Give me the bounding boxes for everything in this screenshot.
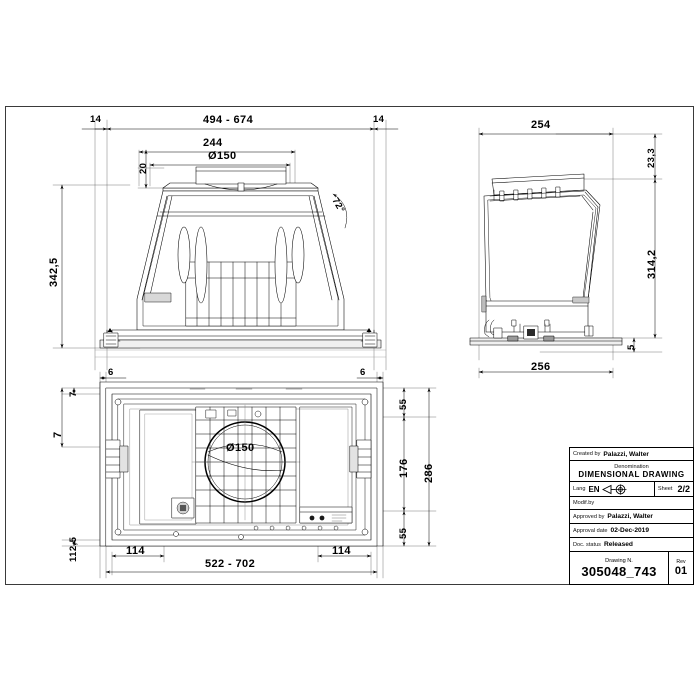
title-block-row-created-by: Created by Palazzi, Walter [570, 448, 693, 461]
approval-date-label: Approval date [573, 527, 608, 534]
dim-plan-slot-top: 55 [398, 398, 409, 410]
dim-front-duct-height: 20 [138, 162, 149, 174]
dim-side-base-thickness: 5 [626, 344, 637, 350]
front-view-geometry [52, 119, 399, 371]
side-view-geometry [469, 127, 663, 379]
title-block-row-denomination: Denomination DIMENSIONAL DRAWING [570, 461, 693, 482]
dim-plan-slot-bottom: 55 [398, 527, 409, 539]
modif-by-label: Modif.by [573, 500, 595, 506]
drawing-no-label: Drawing N. [605, 557, 633, 564]
denomination-label: Denomination [614, 463, 649, 470]
sheet-cell: Sheet 2/2 [655, 482, 693, 496]
revision-cell: Rev 01 [669, 552, 693, 584]
dim-side-body-height: 314,2 [646, 249, 658, 279]
dim-plan-edge-top: 7 [68, 391, 79, 397]
created-by-label: Created by [573, 451, 601, 457]
dim-plan-edge-bottom: 112,5 [68, 536, 79, 562]
approved-by-value: Palazzi, Walter [607, 513, 653, 520]
dim-front-width-overall: 494 - 674 [203, 114, 254, 126]
doc-status-value: Released [603, 541, 633, 548]
doc-status-label: Doc. status [573, 541, 601, 548]
drawing-number-cell: Drawing N. 305048_743 [570, 552, 669, 584]
rev-value: 01 [674, 565, 688, 577]
dim-plan-inner-depth: 7 [52, 431, 64, 438]
lang-cell: Lang EN [570, 482, 655, 496]
title-block-row-approved-by: Approved by Palazzi, Walter [570, 510, 693, 524]
sheet-value: 2/2 [677, 484, 690, 494]
dim-plan-slot-middle: 176 [398, 458, 410, 478]
dim-front-duct-plate-width: 244 [203, 137, 223, 149]
created-by-value: Palazzi, Walter [603, 450, 649, 458]
title-block-row-drawing-number: Drawing N. 305048_743 Rev 01 [570, 552, 693, 584]
plan-view-geometry [60, 371, 437, 579]
lang-value: EN [588, 484, 600, 494]
dim-side-top-width: 254 [531, 119, 551, 131]
title-block-row-lang-sheet: Lang EN Sheet 2/2 [570, 482, 693, 497]
lang-label: Lang [573, 486, 586, 492]
title-block-row-modif-by: Modif.by [570, 497, 693, 510]
drawing-no-value: 305048_743 [581, 563, 657, 579]
dim-plan-depth-overall: 286 [423, 463, 435, 483]
dim-side-top-height: 23,3 [646, 147, 657, 168]
dim-plan-offset-left-top: 6 [108, 367, 114, 378]
sheet-label: Sheet [657, 486, 673, 492]
approved-by-label: Approved by [573, 513, 605, 520]
dim-plan-duct-diameter: Ø150 [226, 442, 255, 454]
dim-front-duct-diameter: Ø150 [208, 150, 237, 162]
dim-front-flange-left: 14 [90, 114, 102, 125]
rev-label: Rev [676, 559, 686, 565]
title-block-row-approval-date: Approval date 02-Dec-2019 [570, 524, 693, 538]
dim-front-flange-right: 14 [373, 114, 385, 125]
first-angle-projection-icon [601, 483, 627, 495]
dim-plan-offset-right-top: 6 [360, 367, 366, 378]
approval-date-value: 02-Dec-2019 [610, 527, 650, 534]
title-block: Created by Palazzi, Walter Denomination … [569, 447, 694, 585]
dim-plan-width-overall: 522 - 702 [205, 558, 256, 570]
denomination-value: DIMENSIONAL DRAWING [578, 469, 685, 479]
dim-front-height-overall: 342,5 [48, 257, 60, 287]
dim-side-base-width: 256 [531, 361, 551, 373]
dim-plan-tab-left: 114 [126, 545, 145, 557]
title-block-row-doc-status: Doc. status Released [570, 538, 693, 552]
dim-plan-tab-right: 114 [332, 545, 351, 557]
